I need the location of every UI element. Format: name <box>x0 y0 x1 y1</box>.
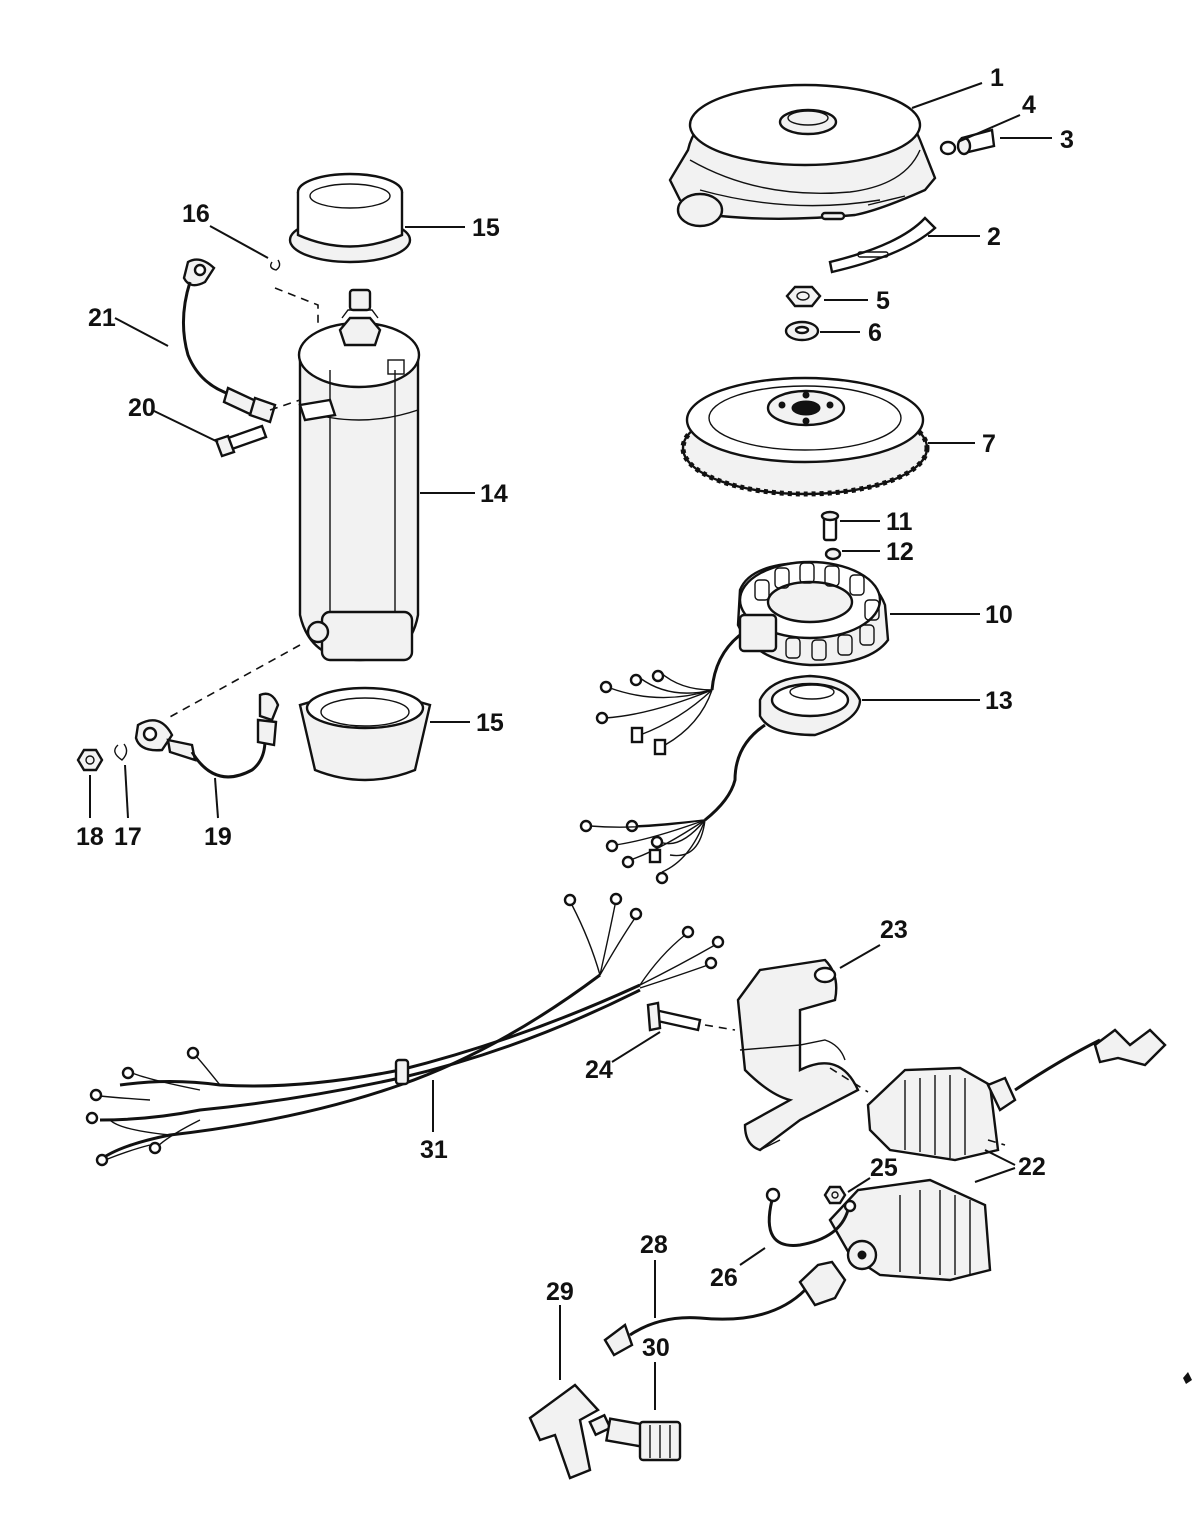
ignition-coil-lower <box>828 1178 992 1282</box>
coil-bracket <box>736 958 860 1152</box>
page-mark <box>1183 1372 1192 1384</box>
flywheel-nut <box>785 285 822 308</box>
spark-plug-boot <box>528 1383 600 1480</box>
callout-11: 11 <box>886 508 913 536</box>
callout-14: 14 <box>480 480 508 508</box>
callout-12: 12 <box>886 538 914 566</box>
callout-19: 19 <box>204 823 232 851</box>
lock-washer <box>114 743 128 761</box>
stator-leads <box>595 633 741 756</box>
slotted-plate <box>828 216 937 274</box>
callout-10: 10 <box>985 601 1013 629</box>
flywheel <box>680 376 930 497</box>
callout-7: 7 <box>982 430 996 458</box>
callout-5: 5 <box>876 287 890 315</box>
callout-15-lower: 15 <box>476 709 504 737</box>
negative-cable <box>134 692 280 779</box>
trigger-plate <box>758 674 862 737</box>
high-tension-lead <box>603 1260 847 1357</box>
stator <box>736 560 890 667</box>
ignition-coil-upper <box>866 1028 1167 1162</box>
upper-drive-ring <box>288 172 412 264</box>
callout-4: 4 <box>1022 91 1036 119</box>
callout-labels: 1 4 3 2 5 6 7 11 12 10 13 14 15 15 16 21… <box>76 64 1074 1362</box>
ground-wire <box>765 1187 857 1247</box>
callout-24: 24 <box>585 1056 613 1084</box>
callout-15-upper: 15 <box>472 214 500 242</box>
callout-30: 30 <box>642 1334 670 1362</box>
wiring-harness <box>85 892 725 1167</box>
callout-29: 29 <box>546 1278 574 1306</box>
stator-screw <box>820 510 842 561</box>
positive-cable <box>181 258 277 424</box>
cable-nut <box>76 748 104 772</box>
starter-motor <box>297 288 421 662</box>
flywheel-washer <box>784 320 820 342</box>
assembly-lines <box>167 287 1006 1146</box>
callout-20: 20 <box>128 394 156 422</box>
callout-25: 25 <box>870 1154 898 1182</box>
callout-3: 3 <box>1060 126 1074 154</box>
callout-28: 28 <box>640 1231 668 1259</box>
coil-nut <box>823 1185 847 1205</box>
flywheel-cover <box>668 83 937 228</box>
callout-31: 31 <box>420 1136 448 1164</box>
callout-21: 21 <box>88 304 116 332</box>
spark-plug <box>588 1413 682 1462</box>
callout-22: 22 <box>1018 1153 1046 1181</box>
callout-17: 17 <box>114 823 142 851</box>
retaining-clip <box>269 259 281 271</box>
callout-26: 26 <box>710 1264 738 1292</box>
bracket-bolt <box>646 1001 702 1032</box>
callout-16: 16 <box>182 200 210 228</box>
leader-lines <box>89 82 1052 1410</box>
callout-2: 2 <box>987 223 1001 251</box>
trigger-leads <box>579 723 766 885</box>
callout-23: 23 <box>880 916 908 944</box>
callout-18: 18 <box>76 823 104 851</box>
callout-13: 13 <box>985 687 1013 715</box>
callout-6: 6 <box>868 319 882 347</box>
screw-and-washer <box>939 128 996 156</box>
starter-bolt <box>214 424 268 458</box>
callout-1: 1 <box>990 64 1004 92</box>
lower-drive-ring <box>298 686 432 782</box>
